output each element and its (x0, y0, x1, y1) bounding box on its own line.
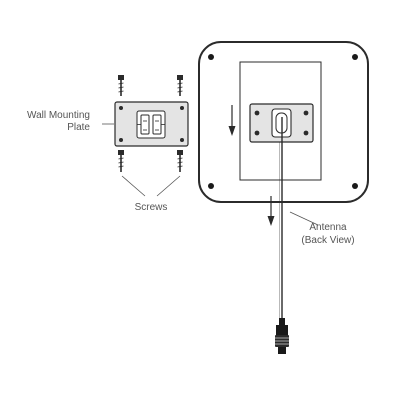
wall-mounting-plate-label-line1: Wall Mounting (27, 110, 90, 121)
antenna-cable (279, 117, 283, 322)
screw-bottom-right (177, 150, 183, 172)
mounting-clip (136, 110, 166, 139)
antenna-leader-line (289, 211, 319, 226)
corner-hole-top-left (208, 54, 214, 60)
screw-top-left (118, 75, 124, 96)
screws-leader-lines (121, 175, 181, 197)
wall-mounting-plate-label-line2: Plate (67, 122, 90, 133)
screw-top-right (177, 75, 183, 96)
corner-hole-top-right (352, 54, 358, 60)
screw-bottom-left (118, 150, 124, 172)
antenna-label-line2: (Back View) (301, 235, 354, 246)
corner-hole-bottom-left (208, 183, 214, 189)
cable-connector-icon (275, 318, 289, 354)
antenna-back-view (198, 41, 369, 354)
antenna-label-line1: Antenna (309, 222, 347, 233)
wall-mounting-plate (114, 101, 189, 147)
corner-hole-bottom-right (352, 183, 358, 189)
cable-down-arrow-icon (267, 196, 275, 226)
screws-label: Screws (135, 202, 168, 213)
slide-down-arrow-icon (228, 105, 236, 136)
wall-mounting-plate-assembly (102, 75, 189, 197)
